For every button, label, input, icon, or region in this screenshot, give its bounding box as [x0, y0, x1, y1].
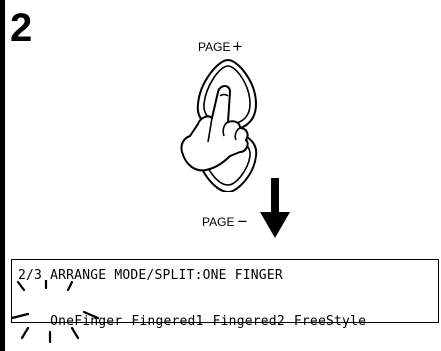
page-minus-text: PAGE [202, 215, 235, 229]
minus-sign: − [237, 212, 248, 231]
down-arrow-icon [260, 178, 290, 238]
display-header: 2/3 ARRANGE MODE/SPLIT:ONE FINGER [18, 268, 283, 283]
page-plus-text: PAGE [198, 40, 231, 54]
option-fingered2: Fingered2 [212, 314, 285, 329]
hand-pressing-icon [180, 58, 258, 192]
page-plus-label: PAGE+ [198, 36, 242, 56]
option-fingered1: Fingered1 [131, 314, 204, 329]
lcd-display: 2/3 ARRANGE MODE/SPLIT:ONE FINGER OneFin… [11, 259, 439, 329]
blink-indicator-icon [10, 280, 100, 344]
step-number: 2 [10, 6, 33, 50]
option-freestyle: FreeStyle [293, 314, 367, 329]
left-margin-rule [0, 0, 5, 351]
plus-sign: + [232, 37, 243, 56]
page-minus-label: PAGE− [202, 211, 247, 231]
display-options: OneFinger Fingered1 Fingered2 FreeStyle [18, 299, 366, 344]
option-one-finger: OneFinger [50, 314, 123, 329]
